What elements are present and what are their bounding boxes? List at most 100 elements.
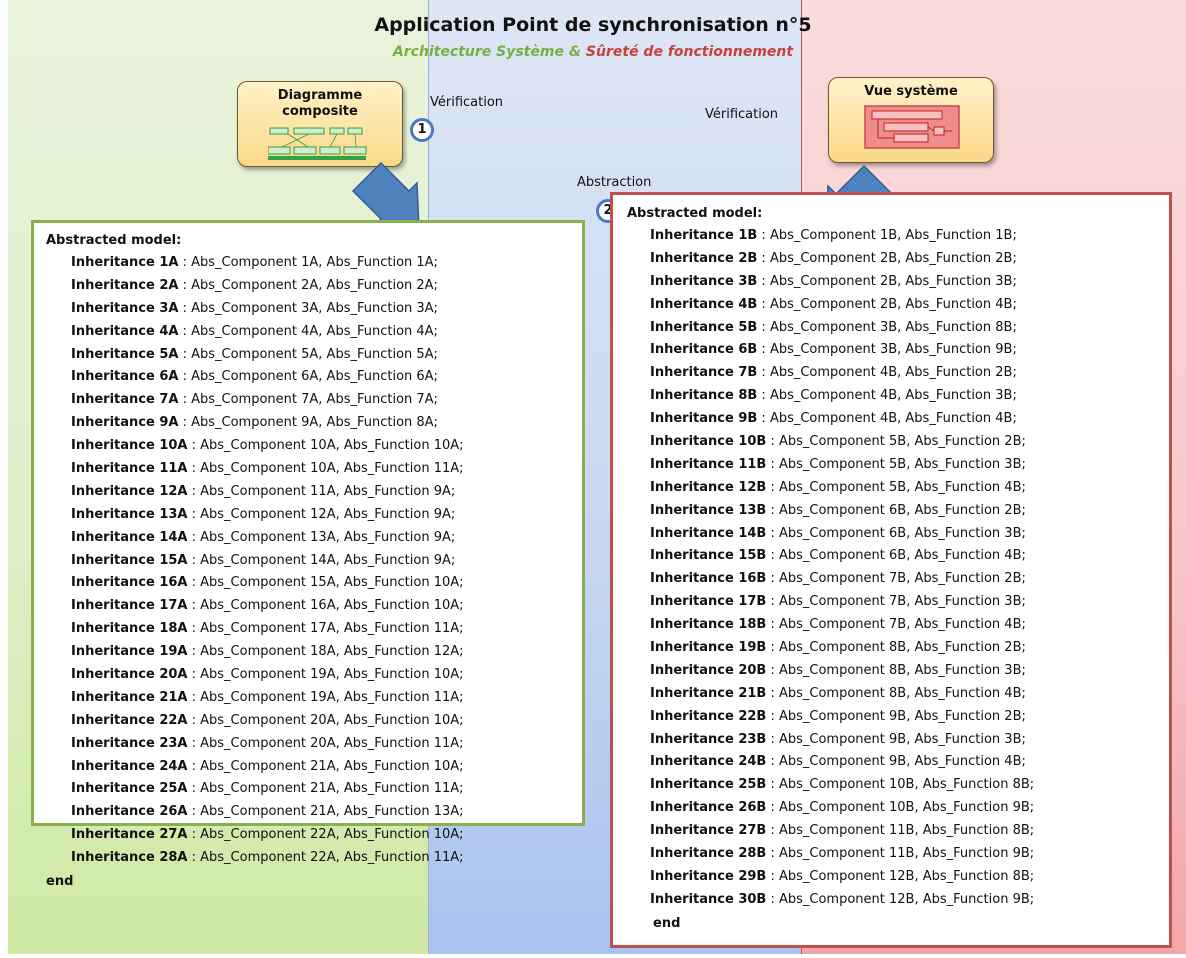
- inheritance-name: Inheritance 9B: [650, 411, 758, 427]
- inheritance-name: Inheritance 24B: [650, 754, 767, 770]
- inheritance-row: Inheritance 27A : Abs_Component 22A, Abs…: [71, 827, 464, 843]
- panel-a-header: Abstracted model:: [46, 233, 182, 248]
- inheritance-value: Abs_Component 7B, Abs_Function 2B;: [778, 571, 1026, 587]
- inheritance-value: Abs_Component 17A, Abs_Function 11A;: [200, 621, 464, 637]
- inheritance-row: Inheritance 4B : Abs_Component 2B, Abs_F…: [650, 296, 1017, 312]
- inheritance-name: Inheritance 12B: [650, 479, 767, 495]
- inheritance-row: Inheritance 10B : Abs_Component 5B, Abs_…: [650, 434, 1026, 450]
- inheritance-row: Inheritance 18A : Abs_Component 17A, Abs…: [71, 621, 464, 637]
- inheritance-name: Inheritance 16B: [650, 571, 767, 587]
- node-diagramme-composite-label-line1: Diagramme: [277, 88, 363, 103]
- inheritance-name: Inheritance 3B: [650, 273, 758, 289]
- inheritance-value: Abs_Component 20A, Abs_Function 10A;: [200, 712, 464, 728]
- inheritance-name: Inheritance 10B: [650, 434, 767, 450]
- node-vue-systeme: Vue système: [828, 77, 994, 163]
- inheritance-value: Abs_Component 4B, Abs_Function 3B;: [769, 388, 1017, 404]
- subtitle-architecture: Architecture Système &: [392, 44, 582, 60]
- inheritance-value: Abs_Component 22A, Abs_Function 11A;: [200, 850, 464, 866]
- inheritance-value: Abs_Component 19A, Abs_Function 11A;: [200, 689, 464, 705]
- inheritance-value: Abs_Component 2A, Abs_Function 2A;: [191, 277, 438, 293]
- inheritance-row: Inheritance 28A : Abs_Component 22A, Abs…: [71, 850, 464, 866]
- inheritance-value: Abs_Component 18A, Abs_Function 12A;: [200, 644, 464, 660]
- subtitle-surete: Sûreté de fonctionnement: [585, 44, 794, 60]
- inheritance-value: Abs_Component 5B, Abs_Function 3B;: [778, 456, 1026, 472]
- inheritance-name: Inheritance 19A: [71, 644, 188, 660]
- inheritance-row: Inheritance 13B : Abs_Component 6B, Abs_…: [650, 502, 1026, 518]
- inheritance-name: Inheritance 22A: [71, 712, 188, 728]
- inheritance-value: Abs_Component 3B, Abs_Function 9B;: [769, 342, 1017, 358]
- inheritance-value: Abs_Component 2B, Abs_Function 2B;: [769, 250, 1017, 266]
- inheritance-row: Inheritance 2B : Abs_Component 2B, Abs_F…: [650, 250, 1017, 266]
- step-marker-1: 1: [410, 118, 434, 142]
- inheritance-name: Inheritance 21B: [650, 685, 767, 701]
- inheritance-row: Inheritance 1B : Abs_Component 1B, Abs_F…: [650, 228, 1017, 243]
- inheritance-name: Inheritance 23B: [650, 731, 767, 747]
- inheritance-value: Abs_Component 5B, Abs_Function 2B;: [778, 434, 1026, 450]
- inheritance-name: Inheritance 20A: [71, 667, 188, 683]
- inheritance-row: Inheritance 6A : Abs_Component 6A, Abs_F…: [71, 369, 438, 385]
- inheritance-value: Abs_Component 9B, Abs_Function 2B;: [778, 708, 1026, 724]
- inheritance-row: Inheritance 21B : Abs_Component 8B, Abs_…: [650, 685, 1026, 701]
- panel-b-rows: Inheritance 1B : Abs_Component 1B, Abs_F…: [625, 225, 1169, 912]
- inheritance-row: Inheritance 27B : Abs_Component 11B, Abs…: [650, 823, 1035, 839]
- inheritance-value: Abs_Component 9A, Abs_Function 8A;: [191, 415, 438, 431]
- inheritance-row: Inheritance 1A : Abs_Component 1A, Abs_F…: [71, 255, 438, 270]
- panel-b-end: end: [653, 915, 681, 931]
- inheritance-row: Inheritance 26B : Abs_Component 10B, Abs…: [650, 800, 1035, 816]
- inheritance-row: Inheritance 16B : Abs_Component 7B, Abs_…: [650, 571, 1026, 587]
- inheritance-name: Inheritance 27B: [650, 823, 767, 839]
- inheritance-row: Inheritance 30B : Abs_Component 12B, Abs…: [650, 891, 1035, 907]
- inheritance-name: Inheritance 18B: [650, 617, 767, 633]
- inheritance-name: Inheritance 9A: [71, 415, 179, 431]
- inheritance-row: Inheritance 18B : Abs_Component 7B, Abs_…: [650, 617, 1026, 633]
- abstracted-model-panel-a: Abstracted model: Inheritance 1A : Abs_C…: [31, 220, 585, 889]
- inheritance-row: Inheritance 25A : Abs_Component 21A, Abs…: [71, 781, 464, 797]
- inheritance-value: Abs_Component 10A, Abs_Function 10A;: [200, 438, 464, 454]
- inheritance-name: Inheritance 7B: [650, 365, 758, 381]
- inheritance-value: Abs_Component 7A, Abs_Function 7A;: [191, 392, 438, 408]
- inheritance-row: Inheritance 28B : Abs_Component 11B, Abs…: [650, 846, 1035, 862]
- inheritance-row: Inheritance 17B : Abs_Component 7B, Abs_…: [650, 594, 1026, 610]
- panel-a-rows: Inheritance 1A : Abs_Component 1A, Abs_F…: [46, 252, 582, 870]
- inheritance-name: Inheritance 3A: [71, 300, 179, 316]
- inheritance-value: Abs_Component 7B, Abs_Function 4B;: [778, 617, 1026, 633]
- inheritance-row: Inheritance 21A : Abs_Component 19A, Abs…: [71, 689, 464, 705]
- inheritance-value: Abs_Component 4B, Abs_Function 4B;: [769, 411, 1017, 427]
- inheritance-row: Inheritance 20A : Abs_Component 19A, Abs…: [71, 667, 464, 683]
- inheritance-name: Inheritance 8B: [650, 388, 758, 404]
- inheritance-row: Inheritance 16A : Abs_Component 15A, Abs…: [71, 575, 464, 591]
- inheritance-row: Inheritance 24A : Abs_Component 21A, Abs…: [71, 758, 464, 774]
- inheritance-value: Abs_Component 21A, Abs_Function 10A;: [200, 758, 464, 774]
- inheritance-value: Abs_Component 21A, Abs_Function 11A;: [200, 781, 464, 797]
- inheritance-value: Abs_Component 2B, Abs_Function 3B;: [769, 273, 1017, 289]
- inheritance-name: Inheritance 1A: [71, 255, 179, 270]
- inheritance-value: Abs_Component 11B, Abs_Function 9B;: [778, 846, 1035, 862]
- inheritance-row: Inheritance 19B : Abs_Component 8B, Abs_…: [650, 640, 1026, 656]
- inheritance-row: Inheritance 26A : Abs_Component 21A, Abs…: [71, 804, 464, 820]
- inheritance-row: Inheritance 13A : Abs_Component 12A, Abs…: [71, 506, 456, 522]
- inheritance-name: Inheritance 4A: [71, 323, 179, 339]
- inheritance-value: Abs_Component 12B, Abs_Function 9B;: [778, 891, 1035, 907]
- inheritance-value: Abs_Component 13A, Abs_Function 9A;: [200, 529, 456, 545]
- inheritance-row: Inheritance 9B : Abs_Component 4B, Abs_F…: [650, 411, 1017, 427]
- inheritance-name: Inheritance 22B: [650, 708, 767, 724]
- node-vue-systeme-label: Vue système: [864, 84, 958, 99]
- inheritance-name: Inheritance 15B: [650, 548, 767, 564]
- panel-a-end: end: [46, 874, 74, 890]
- inheritance-value: Abs_Component 11A, Abs_Function 9A;: [200, 483, 456, 499]
- inheritance-row: Inheritance 24B : Abs_Component 9B, Abs_…: [650, 754, 1026, 770]
- inheritance-name: Inheritance 16A: [71, 575, 188, 591]
- inheritance-row: Inheritance 15B : Abs_Component 6B, Abs_…: [650, 548, 1026, 564]
- inheritance-name: Inheritance 15A: [71, 552, 188, 568]
- inheritance-name: Inheritance 21A: [71, 689, 188, 705]
- inheritance-name: Inheritance 17B: [650, 594, 767, 610]
- inheritance-name: Inheritance 23A: [71, 735, 188, 751]
- inheritance-row: Inheritance 14B : Abs_Component 6B, Abs_…: [650, 525, 1026, 541]
- inheritance-name: Inheritance 10A: [71, 438, 188, 454]
- inheritance-value: Abs_Component 1A, Abs_Function 1A;: [191, 255, 438, 270]
- system-view-icon: [864, 105, 960, 149]
- inheritance-row: Inheritance 7B : Abs_Component 4B, Abs_F…: [650, 365, 1017, 381]
- inheritance-row: Inheritance 11B : Abs_Component 5B, Abs_…: [650, 456, 1026, 472]
- edge-label-abstraction: Abstraction: [577, 175, 652, 190]
- node-diagramme-composite-label-line2: composite: [282, 104, 358, 119]
